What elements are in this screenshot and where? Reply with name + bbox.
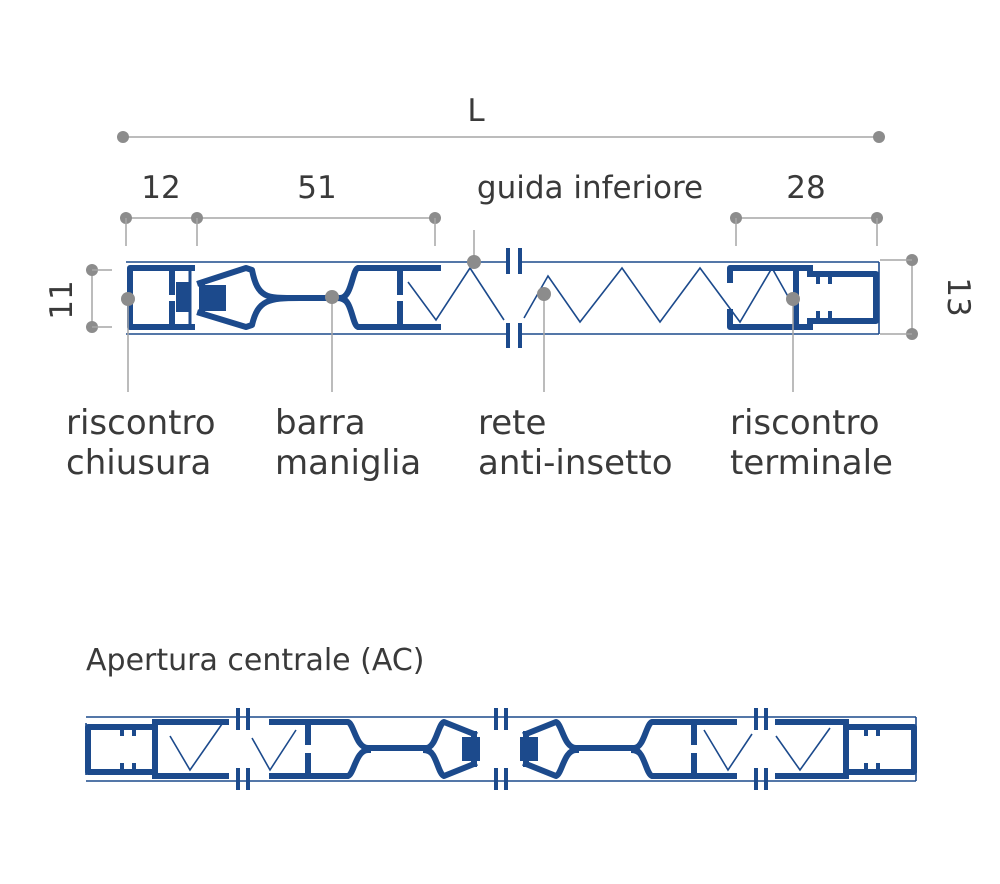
top-profile [126, 248, 880, 348]
barra-maniglia-line2: maniglia [275, 443, 421, 483]
dimension-lines [86, 131, 918, 340]
dim-51-label: 51 [297, 170, 336, 206]
rete-line2: anti-insetto [478, 443, 673, 483]
riscontro-chiusura-line1: riscontro [66, 403, 216, 443]
dim-28-label: 28 [786, 170, 825, 206]
dim-total-label: L [467, 93, 485, 129]
bottom-profile [85, 708, 917, 790]
dim-13-label: 13 [940, 277, 976, 316]
barra-maniglia-line1: barra [275, 403, 366, 443]
dim-12-label: 12 [141, 170, 180, 206]
rete-line1: rete [478, 403, 546, 443]
dim-11-label: 11 [44, 280, 80, 319]
riscontro-terminale-line2: terminale [730, 443, 893, 483]
guida-inferiore-label: guida inferiore [477, 170, 703, 206]
section-title: Apertura centrale (AC) [86, 643, 425, 678]
riscontro-chiusura-line2: chiusura [66, 443, 211, 483]
callouts [121, 230, 800, 392]
riscontro-terminale-line1: riscontro [730, 403, 880, 443]
